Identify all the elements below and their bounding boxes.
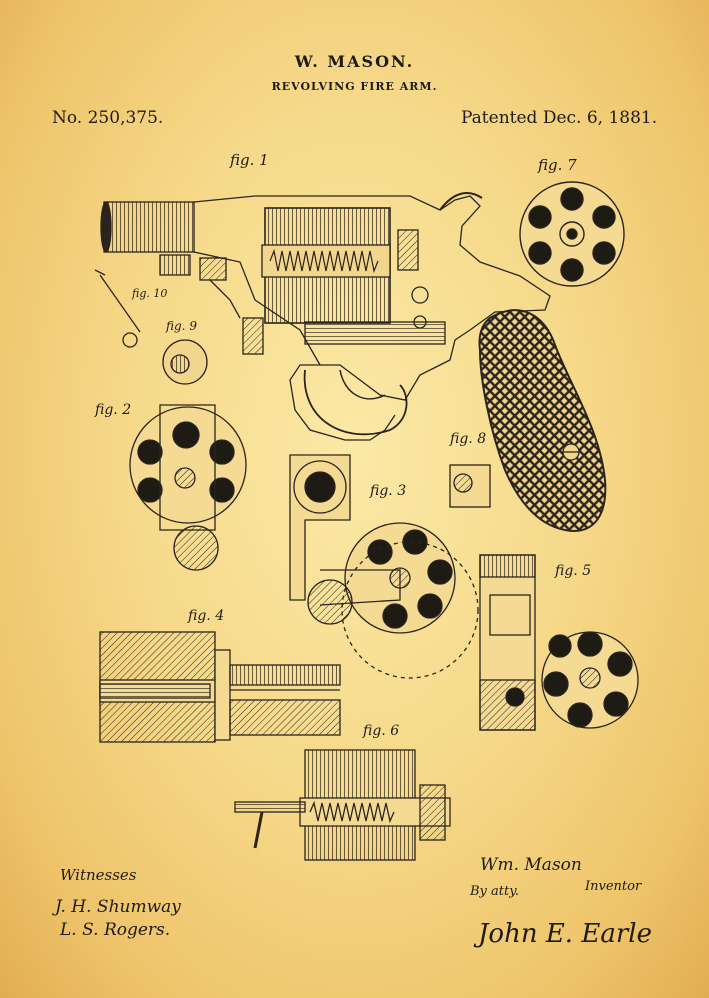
fig2-label: fig. 2	[94, 402, 131, 418]
fig9-ratchet-drawing	[162, 339, 208, 385]
fig10-lever-drawing	[94, 269, 141, 348]
fig6-drawing	[234, 749, 451, 861]
patent-inventor-heading: W. MASON.	[294, 52, 415, 71]
patent-date: Patented Dec. 6, 1881.	[461, 108, 658, 128]
fig7-label: fig. 7	[537, 156, 577, 174]
fig10-label: fig. 10	[131, 287, 167, 300]
patent-title: REVOLVING FIRE ARM.	[271, 80, 438, 93]
by-atty-label: By atty.	[469, 884, 519, 899]
fig5-label: fig. 5	[554, 563, 591, 579]
fig9-label: fig. 9	[165, 319, 197, 333]
fig3-label: fig. 3	[369, 483, 406, 499]
patent-number: No. 250,375.	[52, 108, 164, 128]
fig7-cylinder-face-drawing	[519, 181, 625, 287]
fig1-label: fig. 1	[229, 151, 269, 169]
fig2-drawing	[129, 404, 247, 571]
fig1-revolver-drawing	[100, 192, 607, 532]
fig3-drawing	[289, 454, 479, 679]
inventor-label: Inventor	[584, 879, 642, 894]
witnesses-label: Witnesses	[60, 866, 137, 884]
witness-signature-1: J. H. Shumway	[52, 897, 181, 917]
witness-signature-2: L. S. Rogers.	[59, 920, 170, 940]
attorney-signature: John E. Earle	[473, 919, 652, 949]
fig4-label: fig. 4	[187, 608, 224, 624]
fig5-drawing	[479, 554, 639, 731]
fig6-label: fig. 6	[362, 723, 399, 739]
fig8-drawing	[449, 464, 491, 508]
inventor-signature: Wm. Mason	[480, 855, 582, 875]
fig4-section-drawing	[99, 631, 341, 743]
fig8-label: fig. 8	[449, 431, 486, 447]
